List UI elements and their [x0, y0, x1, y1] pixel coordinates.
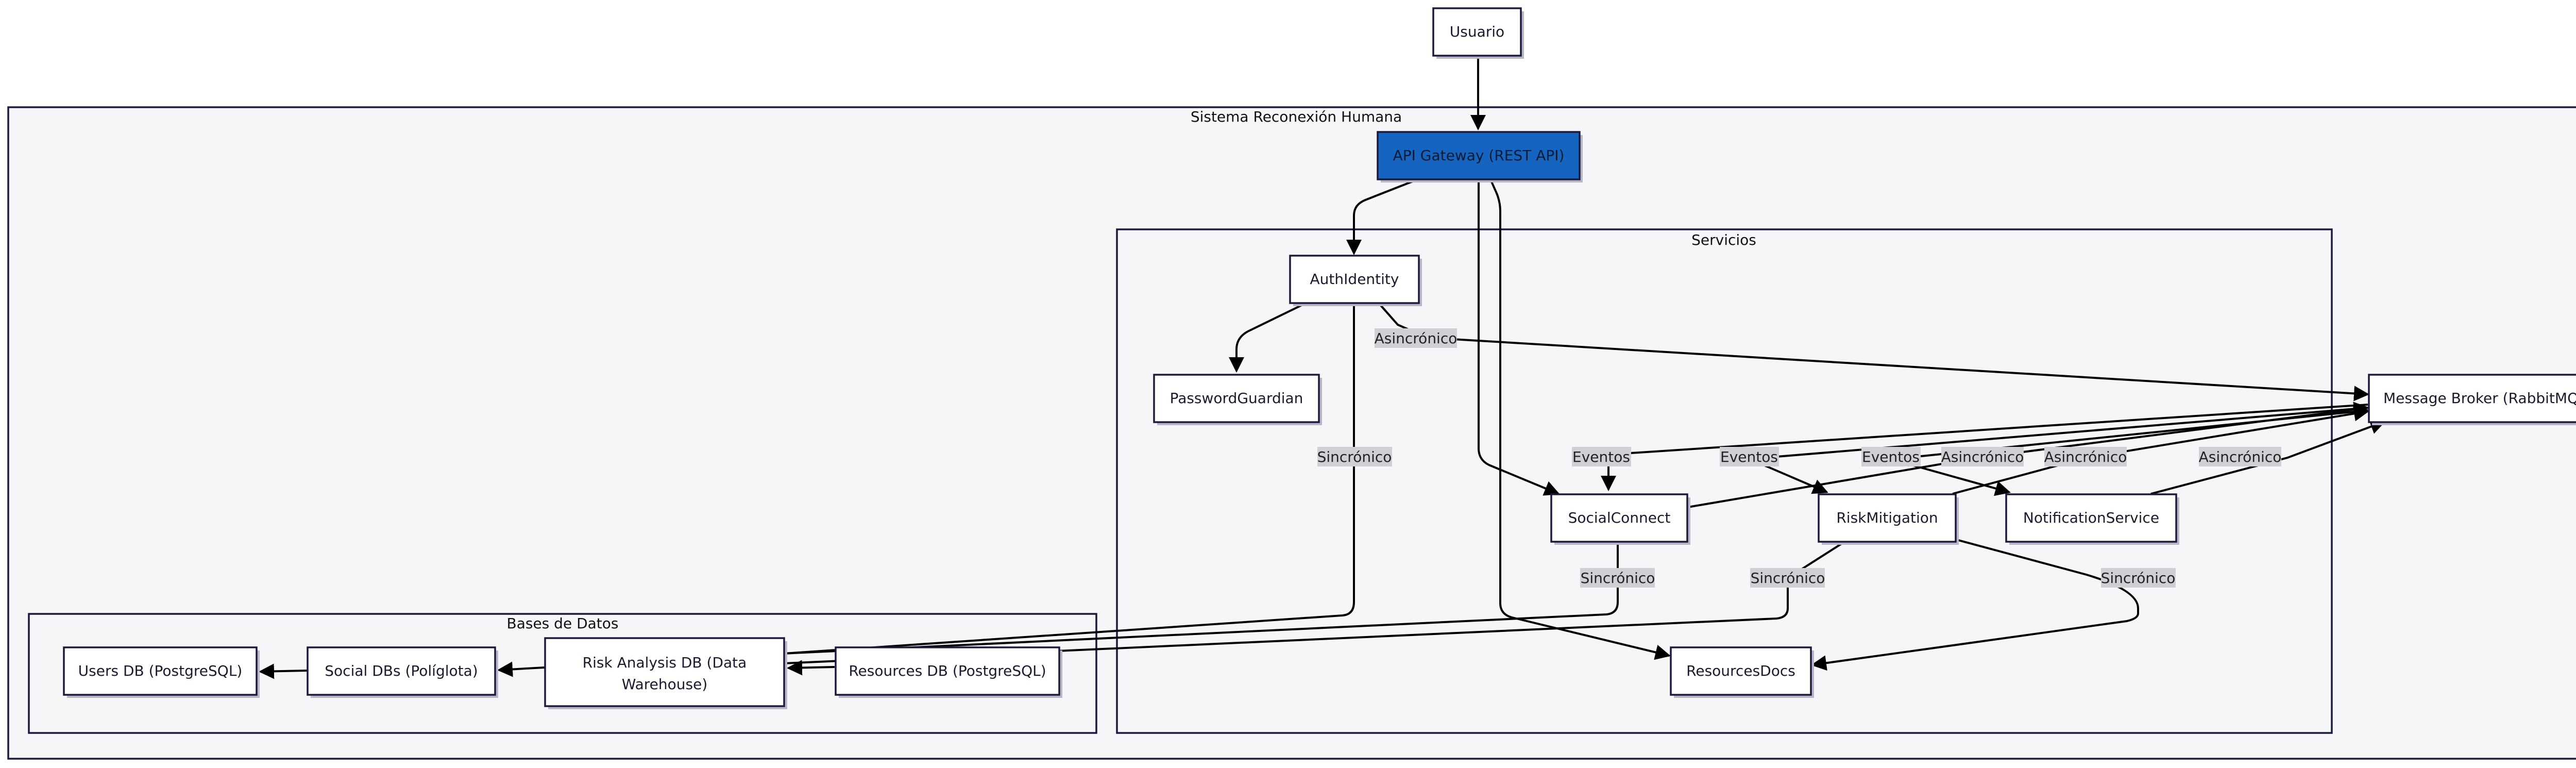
edge-label-bg — [1375, 328, 1457, 348]
cluster-services-label: Servicios — [1691, 231, 1756, 248]
node-usuario-label: Usuario — [1450, 23, 1504, 40]
cluster-system-label: Sistema Reconexión Humana — [1191, 108, 1402, 125]
edge-label-bg — [1750, 568, 1825, 588]
node-social-dbs[interactable] — [307, 646, 496, 696]
node-risk-analysis-db-label-line1: Risk Analysis DB (Data — [583, 654, 747, 671]
edge-api-auth — [1346, 178, 1418, 255]
edge-label-risk-docs-sync: Sincrónico — [2101, 570, 2176, 587]
node-notification-service-label: NotificationService — [2023, 509, 2159, 526]
edge-social-riskdb — [783, 541, 1619, 655]
edge-label-bg — [1720, 447, 1779, 466]
edge-label-social-sync: Sincrónico — [1581, 570, 1655, 587]
edge-label-auth-async: Asincrónico — [1375, 330, 1458, 347]
node-risk-mitigation-label: RiskMitigation — [1836, 509, 1938, 526]
edge-auth-password — [1229, 302, 1307, 373]
node-password-guardian[interactable] — [1153, 374, 1320, 423]
edge-label-auth-sync: Sincrónico — [1317, 448, 1392, 465]
node-message-broker-label: Message Broker (RabbitMQ) — [2383, 390, 2576, 407]
edge-label-bg — [2044, 447, 2127, 466]
node-risk-analysis-db-label-line2: Warehouse) — [622, 676, 708, 693]
edge-api-social — [1478, 179, 1560, 496]
node-users-db-label: Users DB (PostgreSQL) — [78, 662, 243, 679]
node-resources-docs[interactable] — [1670, 646, 1812, 696]
edge-label-bg — [1580, 568, 1655, 588]
node-social-dbs-label: Social DBs (Políglota) — [325, 662, 478, 679]
node-auth-identity[interactable] — [1289, 255, 1420, 304]
edge-notif-broker — [2150, 419, 2386, 495]
node-risk-analysis-db[interactable] — [544, 637, 785, 707]
edge-label-bg — [1317, 447, 1392, 466]
node-social-connect[interactable] — [1550, 493, 1688, 543]
edge-label-evt-social: Eventos — [1572, 448, 1630, 465]
edge-label-bg — [2101, 568, 2176, 588]
edge-label-evt-notif: Eventos — [1862, 448, 1920, 465]
node-auth-identity-label: AuthIdentity — [1310, 271, 1399, 288]
edge-label-risk-async: Asincrónico — [2044, 448, 2127, 465]
edge-label-evt-risk: Eventos — [1720, 448, 1778, 465]
edge-label-risk-sync: Sincrónico — [1751, 570, 1825, 587]
node-usuario[interactable] — [1432, 7, 1522, 57]
node-api-gateway-label: API Gateway (REST API) — [1393, 147, 1565, 164]
edge-label-notif-async: Asincrónico — [2199, 448, 2282, 465]
node-api-gateway[interactable] — [1377, 131, 1581, 180]
edge-api-docs — [1489, 179, 1671, 660]
edge-resourcesdb-riskdb — [787, 660, 835, 676]
node-message-broker[interactable] — [2368, 374, 2576, 423]
node-social-connect-label: SocialConnect — [1568, 509, 1671, 526]
cluster-databases-label: Bases de Datos — [507, 615, 619, 632]
node-resources-db-label: Resources DB (PostgreSQL) — [849, 662, 1046, 679]
node-notification-service[interactable] — [2005, 493, 2177, 543]
nodes: Usuario API Gateway (REST API) AuthIdent… — [63, 7, 2576, 709]
edge-label-bg — [1861, 447, 1921, 466]
node-resources-db[interactable] — [835, 646, 1060, 696]
edge-auth-resourcesdb — [783, 303, 1355, 655]
edge-label-bg — [2199, 447, 2281, 466]
node-resources-docs-label: ResourcesDocs — [1686, 662, 1795, 679]
edge-label-bg — [1572, 447, 1631, 466]
node-password-guardian-label: PasswordGuardian — [1170, 390, 1303, 407]
edge-label-social-async: Asincrónico — [1941, 448, 2024, 465]
node-users-db[interactable] — [63, 646, 258, 696]
edge-socialdbs-usersdb — [259, 663, 308, 679]
edge-labels: Asincrónico Sincrónico Eventos Eventos E… — [1317, 328, 2282, 588]
edge-label-bg — [1941, 447, 2024, 466]
node-risk-mitigation[interactable] — [1818, 493, 1957, 543]
edge-riskdb-socialdbs — [497, 661, 545, 677]
